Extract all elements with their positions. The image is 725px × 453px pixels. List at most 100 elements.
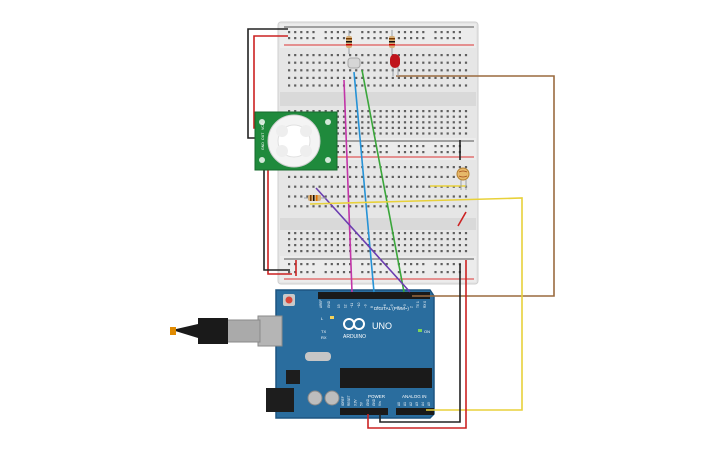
breadboard-hole[interactable] (410, 31, 413, 34)
breadboard-hole[interactable] (385, 185, 388, 188)
breadboard-hole[interactable] (464, 115, 468, 118)
breadboard-hole[interactable] (434, 166, 437, 169)
breadboard-hole[interactable] (306, 205, 309, 208)
breadboard-hole[interactable] (324, 69, 327, 72)
breadboard-hole[interactable] (416, 31, 419, 34)
breadboard-hole[interactable] (422, 238, 425, 241)
breadboard-hole[interactable] (464, 250, 468, 253)
breadboard-hole[interactable] (355, 166, 358, 169)
breadboard-hole[interactable] (349, 132, 352, 135)
breadboard-hole[interactable] (397, 185, 400, 188)
breadboard-hole[interactable] (410, 76, 413, 79)
breadboard-hole[interactable] (379, 175, 382, 178)
breadboard-hole[interactable] (458, 115, 461, 118)
breadboard-hole[interactable] (391, 250, 394, 253)
breadboard-hole[interactable] (312, 76, 315, 79)
breadboard-hole[interactable] (318, 69, 321, 72)
breadboard-hole[interactable] (318, 244, 321, 247)
breadboard-hole[interactable] (416, 115, 419, 118)
breadboard-hole[interactable] (288, 69, 291, 72)
breadboard-hole[interactable] (324, 271, 327, 274)
breadboard-hole[interactable] (361, 271, 364, 274)
breadboard-hole[interactable] (410, 232, 413, 235)
breadboard-hole[interactable] (446, 175, 449, 178)
breadboard-hole[interactable] (294, 31, 297, 34)
breadboard-hole[interactable] (342, 175, 346, 178)
breadboard-hole[interactable] (306, 69, 309, 72)
breadboard-hole[interactable] (342, 76, 346, 79)
breadboard-hole[interactable] (422, 263, 425, 266)
breadboard-hole[interactable] (349, 145, 352, 148)
breadboard-hole[interactable] (355, 132, 358, 135)
breadboard-hole[interactable] (336, 115, 339, 118)
wire-red-5v-bottom[interactable] (367, 260, 467, 429)
breadboard-hole[interactable] (397, 121, 400, 124)
breadboard-hole[interactable] (336, 54, 339, 57)
breadboard-hole[interactable] (318, 238, 321, 241)
breadboard-hole[interactable] (416, 84, 419, 87)
breadboard-hole[interactable] (440, 244, 443, 247)
breadboard-hole[interactable] (373, 238, 376, 241)
breadboard-hole[interactable] (422, 84, 425, 87)
breadboard-hole[interactable] (373, 110, 376, 113)
breadboard-hole[interactable] (294, 250, 297, 253)
breadboard-hole[interactable] (336, 31, 339, 34)
breadboard-hole[interactable] (330, 263, 333, 266)
breadboard-hole[interactable] (422, 115, 425, 118)
breadboard-hole[interactable] (446, 110, 449, 113)
breadboard-hole[interactable] (336, 195, 339, 198)
breadboard-hole[interactable] (416, 69, 419, 72)
breadboard-hole[interactable] (349, 205, 352, 208)
breadboard-hole[interactable] (367, 84, 370, 87)
breadboard-hole[interactable] (379, 31, 382, 34)
breadboard-hole[interactable] (367, 132, 370, 135)
breadboard-hole[interactable] (373, 76, 376, 79)
breadboard-hole[interactable] (306, 238, 309, 241)
breadboard-hole[interactable] (349, 195, 352, 198)
breadboard-hole[interactable] (379, 84, 382, 87)
breadboard-hole[interactable] (440, 151, 443, 154)
breadboard-hole[interactable] (361, 84, 364, 87)
breadboard-hole[interactable] (336, 271, 339, 274)
breadboard-hole[interactable] (410, 145, 413, 148)
breadboard-hole[interactable] (342, 37, 346, 40)
breadboard-hole[interactable] (403, 76, 407, 79)
breadboard-hole[interactable] (306, 195, 309, 198)
breadboard-hole[interactable] (367, 115, 370, 118)
breadboard-hole[interactable] (446, 250, 449, 253)
breadboard-hole[interactable] (422, 37, 425, 40)
breadboard-hole[interactable] (440, 250, 443, 253)
breadboard-hole[interactable] (294, 205, 297, 208)
resistor[interactable] (304, 195, 326, 201)
breadboard-hole[interactable] (306, 84, 309, 87)
breadboard-hole[interactable] (355, 54, 358, 57)
breadboard-hole[interactable] (306, 232, 309, 235)
breadboard-hole[interactable] (373, 151, 376, 154)
breadboard-hole[interactable] (367, 110, 370, 113)
breadboard-hole[interactable] (440, 263, 443, 266)
breadboard-hole[interactable] (397, 166, 400, 169)
breadboard-hole[interactable] (446, 126, 449, 129)
breadboard-hole[interactable] (410, 69, 413, 72)
breadboard-hole[interactable] (452, 244, 455, 247)
breadboard-hole[interactable] (428, 238, 431, 241)
breadboard-hole[interactable] (403, 110, 407, 113)
breadboard-hole[interactable] (355, 84, 358, 87)
breadboard-hole[interactable] (428, 132, 431, 135)
breadboard-hole[interactable] (397, 76, 400, 79)
breadboard-hole[interactable] (410, 195, 413, 198)
breadboard-hole[interactable] (349, 175, 352, 178)
breadboard-hole[interactable] (422, 271, 425, 274)
breadboard-hole[interactable] (330, 185, 333, 188)
breadboard-hole[interactable] (367, 69, 370, 72)
breadboard-hole[interactable] (452, 145, 455, 148)
breadboard-hole[interactable] (464, 61, 468, 64)
breadboard-hole[interactable] (464, 132, 468, 135)
breadboard-hole[interactable] (452, 110, 455, 113)
breadboard-hole[interactable] (367, 145, 370, 148)
breadboard-hole[interactable] (306, 185, 309, 188)
breadboard-hole[interactable] (318, 54, 321, 57)
breadboard-hole[interactable] (428, 126, 431, 129)
breadboard-hole[interactable] (458, 110, 461, 113)
breadboard-hole[interactable] (434, 175, 437, 178)
